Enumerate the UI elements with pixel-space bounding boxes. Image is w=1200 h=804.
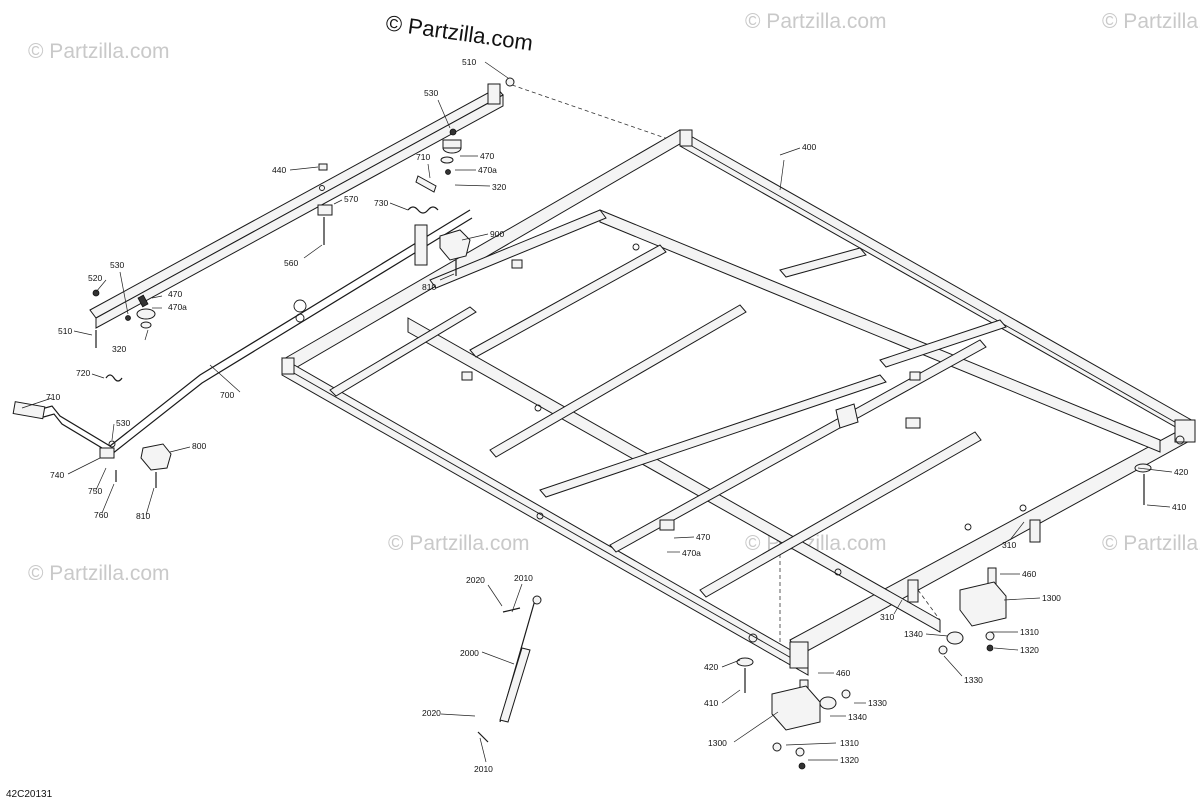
- callout-1300: 1300: [1042, 593, 1061, 603]
- callout-460: 460: [836, 668, 850, 678]
- callout-1330: 1330: [868, 698, 887, 708]
- callout-1310: 1310: [840, 738, 859, 748]
- callout-1320: 1320: [1020, 645, 1039, 655]
- callout-470a: 470a: [478, 165, 497, 175]
- callout-320: 320: [112, 344, 126, 354]
- lower-mounts: [736, 463, 1152, 770]
- watermark: © Partzilla.com: [388, 532, 530, 555]
- callout-710: 710: [416, 152, 430, 162]
- callout-470a: 470a: [168, 302, 187, 312]
- callout-800: 800: [192, 441, 206, 451]
- callout-1340: 1340: [848, 712, 867, 722]
- callout-530: 530: [116, 418, 130, 428]
- callout-2010: 2010: [474, 764, 493, 774]
- callout-530: 530: [424, 88, 438, 98]
- callout-2000: 2000: [460, 648, 479, 658]
- callout-440: 440: [272, 165, 286, 175]
- release-rod: [12, 209, 473, 455]
- callout-2010: 2010: [514, 573, 533, 583]
- callout-510: 510: [462, 57, 476, 67]
- leader-lines: [21, 61, 1173, 763]
- upper-left-rail: [89, 83, 504, 329]
- watermark: © Partzilla.com: [1102, 532, 1200, 555]
- callout-900: 900: [490, 229, 504, 239]
- drawing-code: 42C20131: [6, 789, 53, 800]
- callout-810: 810: [136, 511, 150, 521]
- alignment-line: [917, 589, 941, 621]
- callout-810: 810: [422, 282, 436, 292]
- callout-560: 560: [284, 258, 298, 268]
- callout-750: 750: [88, 486, 102, 496]
- callout-570: 570: [344, 194, 358, 204]
- callout-410: 410: [1172, 502, 1186, 512]
- callout-320: 320: [492, 182, 506, 192]
- watermark: © Partzilla.com: [745, 10, 887, 33]
- callout-700: 700: [220, 390, 234, 400]
- callout-460: 460: [1022, 569, 1036, 579]
- callout-510: 510: [58, 326, 72, 336]
- callout-470a: 470a: [682, 548, 701, 558]
- callout-730: 730: [374, 198, 388, 208]
- callout-720: 720: [76, 368, 90, 378]
- callout-1320: 1320: [840, 755, 859, 765]
- watermark: © Partzilla.com: [1102, 10, 1200, 33]
- watermarks: © Partzilla.com © Partzilla.com © Partzi…: [28, 10, 1200, 585]
- callout-labels: 400 510 530 470 470a 710 320 440 570 730…: [46, 57, 1188, 774]
- callout-2020: 2020: [466, 575, 485, 585]
- callout-520: 520: [88, 273, 102, 283]
- callout-1330: 1330: [964, 675, 983, 685]
- callout-740: 740: [50, 470, 64, 480]
- callout-470: 470: [168, 289, 182, 299]
- callout-420: 420: [704, 662, 718, 672]
- small-parts-upper: [92, 77, 515, 488]
- callout-410: 410: [704, 698, 718, 708]
- callout-760: 760: [94, 510, 108, 520]
- callout-1300: 1300: [708, 738, 727, 748]
- callout-710: 710: [46, 392, 60, 402]
- gas-strut: [477, 595, 542, 743]
- main-frame: [281, 129, 1196, 676]
- watermark: © Partzilla.com: [28, 562, 170, 585]
- callout-310: 310: [880, 612, 894, 622]
- alignment-line: [511, 84, 701, 151]
- callout-1340: 1340: [904, 629, 923, 639]
- callout-420: 420: [1174, 467, 1188, 477]
- callout-530: 530: [110, 260, 124, 270]
- callout-310: 310: [1002, 540, 1016, 550]
- callout-2020: 2020: [422, 708, 441, 718]
- callout-400: 400: [802, 142, 816, 152]
- brand-title: © Partzilla.com: [384, 10, 534, 55]
- callout-470: 470: [696, 532, 710, 542]
- watermark: © Partzilla.com: [28, 40, 170, 63]
- callout-1310: 1310: [1020, 627, 1039, 637]
- callout-470: 470: [480, 151, 494, 161]
